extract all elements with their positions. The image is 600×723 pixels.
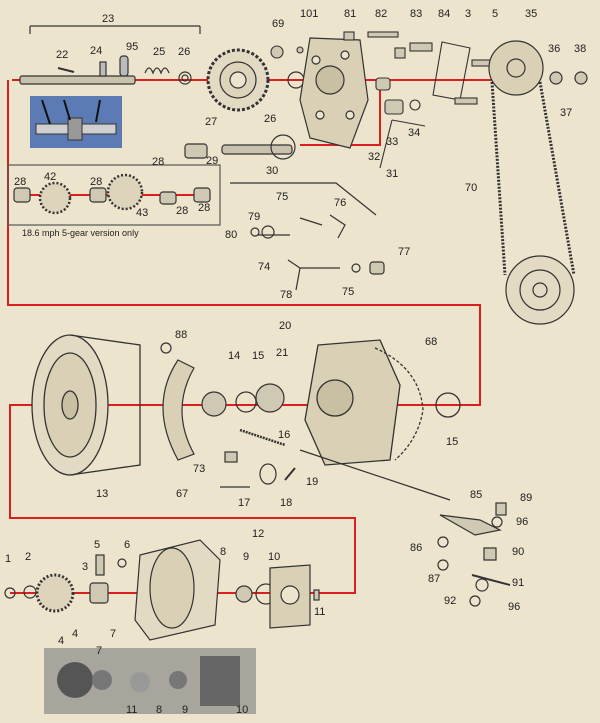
part-label: 15 [446,436,458,448]
part-label: 81 [344,8,356,20]
part-label: 89 [520,492,532,504]
part-label: 73 [193,463,205,475]
part-label: 3 [465,8,471,20]
part-label: 27 [205,116,217,128]
gear-shaft-photo-inset [30,96,122,148]
part-label: 6 [124,539,130,551]
five-gear-caption: 18.6 mph 5-gear version only [22,228,139,238]
part-label: 92 [444,595,456,607]
part-label: 101 [300,8,318,20]
part-label: 29 [206,155,218,167]
part-label: 10 [268,551,280,563]
shift-linkage [230,182,385,291]
part-label: 5 [492,8,498,20]
part-label: 8 [220,546,226,558]
five-gear-subassembly [7,164,221,226]
part-label: 20 [279,320,291,332]
part-label: 38 [574,43,586,55]
part-label: 36 [548,43,560,55]
part-label: 28 [198,202,210,214]
part-label: 15 [252,350,264,362]
part-label: 21 [276,347,288,359]
part-label: 9 [243,551,249,563]
part-label: 30 [266,165,278,177]
part-label: 68 [425,336,437,348]
part-label: 1 [5,553,11,565]
part-label: 85 [470,489,482,501]
part-label: 33 [386,136,398,148]
shaft-group [19,25,305,160]
part-label: 11 [126,704,137,716]
part-label: 34 [408,127,420,139]
part-label: 8 [156,704,162,716]
part-label: 67 [176,488,188,500]
part-label: 26 [264,113,276,125]
part-label: 86 [410,542,422,554]
part-label: 77 [398,246,410,258]
part-label: 26 [178,46,190,58]
hub-shell [31,334,141,476]
part-label: 87 [428,573,440,585]
part-label: 88 [175,329,187,341]
part-label: 31 [386,168,398,180]
part-label: 96 [516,516,528,528]
part-label: 13 [96,488,108,500]
part-label: 24 [90,45,102,57]
part-label: 35 [525,8,537,20]
part-label: 3 [82,561,88,573]
brake-parts [160,342,296,488]
part-label: 19 [306,476,318,488]
part-label: 14 [228,350,240,362]
part-label: 42 [44,171,56,183]
part-label: 75 [276,191,288,203]
part-label: 4 [58,635,64,647]
part-label: 74 [258,261,270,273]
part-label: 79 [248,211,260,223]
part-label: 83 [410,8,422,20]
part-label: 28 [90,176,102,188]
part-label: 78 [280,289,292,301]
part-label: 10 [236,704,248,716]
part-label: 75 [342,286,354,298]
part-label: 70 [465,182,477,194]
part-label: 9 [182,704,188,716]
part-label: 95 [126,41,138,53]
mounting-bracket [299,449,511,607]
part-label: 82 [375,8,387,20]
part-label: 37 [560,107,572,119]
part-label: 96 [508,601,520,613]
part-label: 17 [238,497,250,509]
part-labels: 23 22 24 95 25 26 27 69 101 81 82 83 84 … [5,8,586,716]
belt-drive [488,40,588,325]
sprocket-assembly [4,539,320,641]
part-label: 28 [176,205,188,217]
part-label: 84 [438,8,450,20]
part-label: 7 [110,628,116,640]
part-label: 91 [512,577,524,589]
part-label: 28 [152,156,164,168]
part-label: 90 [512,546,524,558]
part-label: 12 [252,528,264,540]
part-label: 23 [102,13,114,25]
part-label: 18 [280,497,292,509]
part-label: 22 [56,49,68,61]
part-label: 16 [278,429,290,441]
part-label: 11 [314,606,325,618]
part-label: 69 [272,18,284,30]
part-label: 32 [368,151,380,163]
part-label: 28 [14,176,26,188]
hub-cover [304,339,461,466]
sprocket-photo-inset [44,648,256,714]
part-label: 7 [96,645,102,657]
part-label: 25 [153,46,165,58]
part-label: 5 [94,539,100,551]
part-label: 80 [225,229,237,241]
part-label: 43 [136,207,148,219]
part-label: 2 [25,551,31,563]
part-label: 76 [334,197,346,209]
part-label: 4 [72,628,78,640]
gearbox-housing [299,37,369,149]
